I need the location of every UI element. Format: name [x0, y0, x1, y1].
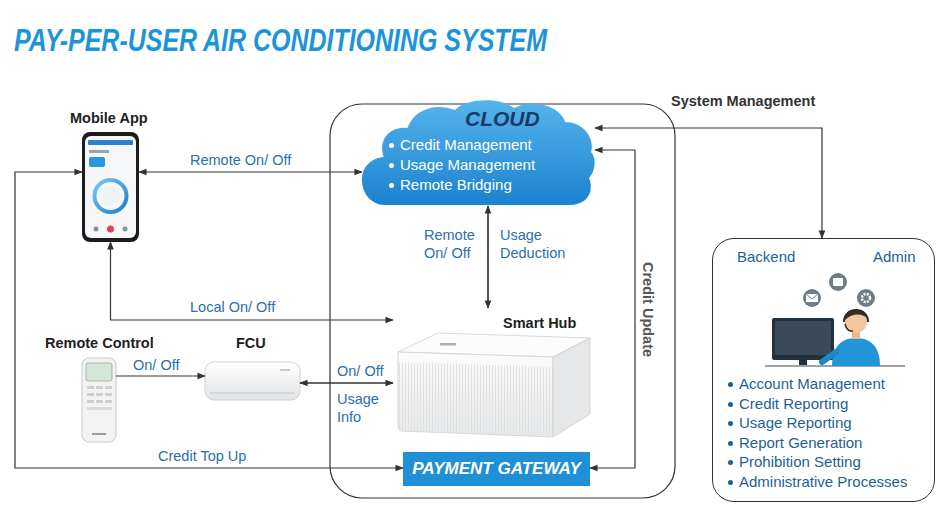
diagram-title: PAY-PER-USER AIR CONDITIONING SYSTEM [14, 22, 547, 58]
decor-rect [88, 140, 133, 145]
mobile-app: Mobile App [82, 132, 139, 242]
bullet-item: Remote Bridging [400, 176, 512, 194]
bullet-item: Prohibition Setting [739, 453, 861, 471]
fcu-illustration [205, 362, 300, 400]
connector-label: Remote On/ Off [424, 226, 479, 262]
decor-rect [772, 318, 834, 360]
decor-circle [107, 226, 114, 233]
connector-label: Credit Update [639, 262, 657, 357]
decor-path [553, 338, 590, 437]
decor-path [845, 324, 853, 331]
decor-path [806, 294, 818, 299]
decor-rect [87, 386, 94, 389]
connector-label: Usage Info [337, 390, 382, 426]
decor-path [822, 352, 836, 362]
node-heading: Mobile App [70, 109, 148, 127]
decor-path [832, 338, 880, 366]
decor-circle [862, 294, 870, 302]
decor-rect [806, 294, 818, 302]
connector-label: On/ Off [133, 356, 179, 374]
bullet-item: Account Management [739, 375, 885, 393]
decor-rect [92, 433, 106, 435]
smart-hub: Smart Hub [393, 308, 593, 438]
connector-line [300, 382, 393, 383]
connector-line [487, 206, 488, 308]
decor-path [398, 352, 553, 437]
connector-label: Remote On/ Off [190, 151, 291, 169]
panel-heading: Admin [873, 248, 916, 266]
decor-rect [833, 278, 843, 286]
connector-line [487, 206, 488, 308]
fan-coil-unit: FCU [205, 362, 300, 400]
decor-rect [87, 400, 94, 403]
bullet-item: Administrative Processes [739, 473, 907, 491]
node-heading: Smart Hub [503, 314, 576, 332]
decor-path [844, 310, 868, 322]
connector-line [595, 128, 822, 238]
node-heading: Remote Control [45, 334, 154, 352]
decor-circle [803, 289, 821, 307]
connector-line [300, 382, 393, 383]
decor-path [210, 393, 295, 394]
decor-rect [89, 150, 109, 153]
decor-rect [105, 400, 112, 403]
decor-circle [829, 273, 847, 291]
decor-rect [86, 363, 112, 381]
decor-circle [94, 227, 99, 232]
connector-label: Local On/ Off [190, 298, 275, 316]
node-heading: FCU [236, 334, 266, 352]
decor-rect [96, 386, 103, 389]
bullet-item: Usage Management [400, 156, 535, 174]
bullet-item: Usage Reporting [739, 414, 852, 432]
operator-illustration [765, 273, 905, 366]
connector-line [111, 242, 394, 320]
decor-circle [101, 186, 121, 206]
decor-rect [775, 321, 831, 355]
decor-rect [105, 393, 112, 396]
panel-heading: Backend [737, 248, 795, 266]
decor-circle [123, 227, 128, 232]
decor-rect [82, 358, 116, 442]
decor-rect [96, 400, 103, 403]
connector-line [590, 150, 635, 468]
decor-path [398, 362, 553, 437]
phone-illustration [82, 132, 139, 242]
remote-illustration [82, 358, 116, 442]
connector-line [139, 171, 362, 172]
gateway-text: PAYMENT GATEWAY [403, 460, 590, 478]
connector-label: Usage Deduction [500, 226, 572, 262]
decor-circle [857, 289, 875, 307]
decor-rect [89, 157, 105, 167]
decor-circle [95, 180, 127, 212]
decor-rect [205, 362, 300, 400]
decor-rect [87, 393, 94, 396]
decor-rect [85, 136, 136, 238]
connector-label: Credit Top Up [158, 447, 246, 465]
connector-label: System Management [671, 92, 815, 110]
decor-rect [87, 407, 112, 410]
remote-control: Remote Control [82, 358, 116, 442]
decor-rect [440, 343, 456, 346]
payment-gateway: PAYMENT GATEWAY [403, 452, 590, 486]
decor-rect [105, 386, 112, 389]
bullet-item: Credit Reporting [739, 395, 848, 413]
cloud-outline [362, 100, 595, 205]
decor-rect [280, 369, 290, 371]
decor-rect [82, 132, 139, 242]
bullet-item: Report Generation [739, 434, 862, 452]
hub-illustration [398, 333, 590, 437]
bullet-item: Credit Management [400, 136, 532, 154]
connector-line [116, 375, 205, 376]
admin-backend: Backend AdminAccount ManagementCredit Rep… [712, 238, 935, 502]
connector-line [15, 172, 403, 468]
decor-rect [96, 393, 103, 396]
connector-label: On/ Off [337, 362, 383, 380]
cloud-heading: CLOUD [465, 108, 540, 130]
cloud-node: CLOUD Credit ManagementUsage ManagementRe… [362, 100, 595, 206]
